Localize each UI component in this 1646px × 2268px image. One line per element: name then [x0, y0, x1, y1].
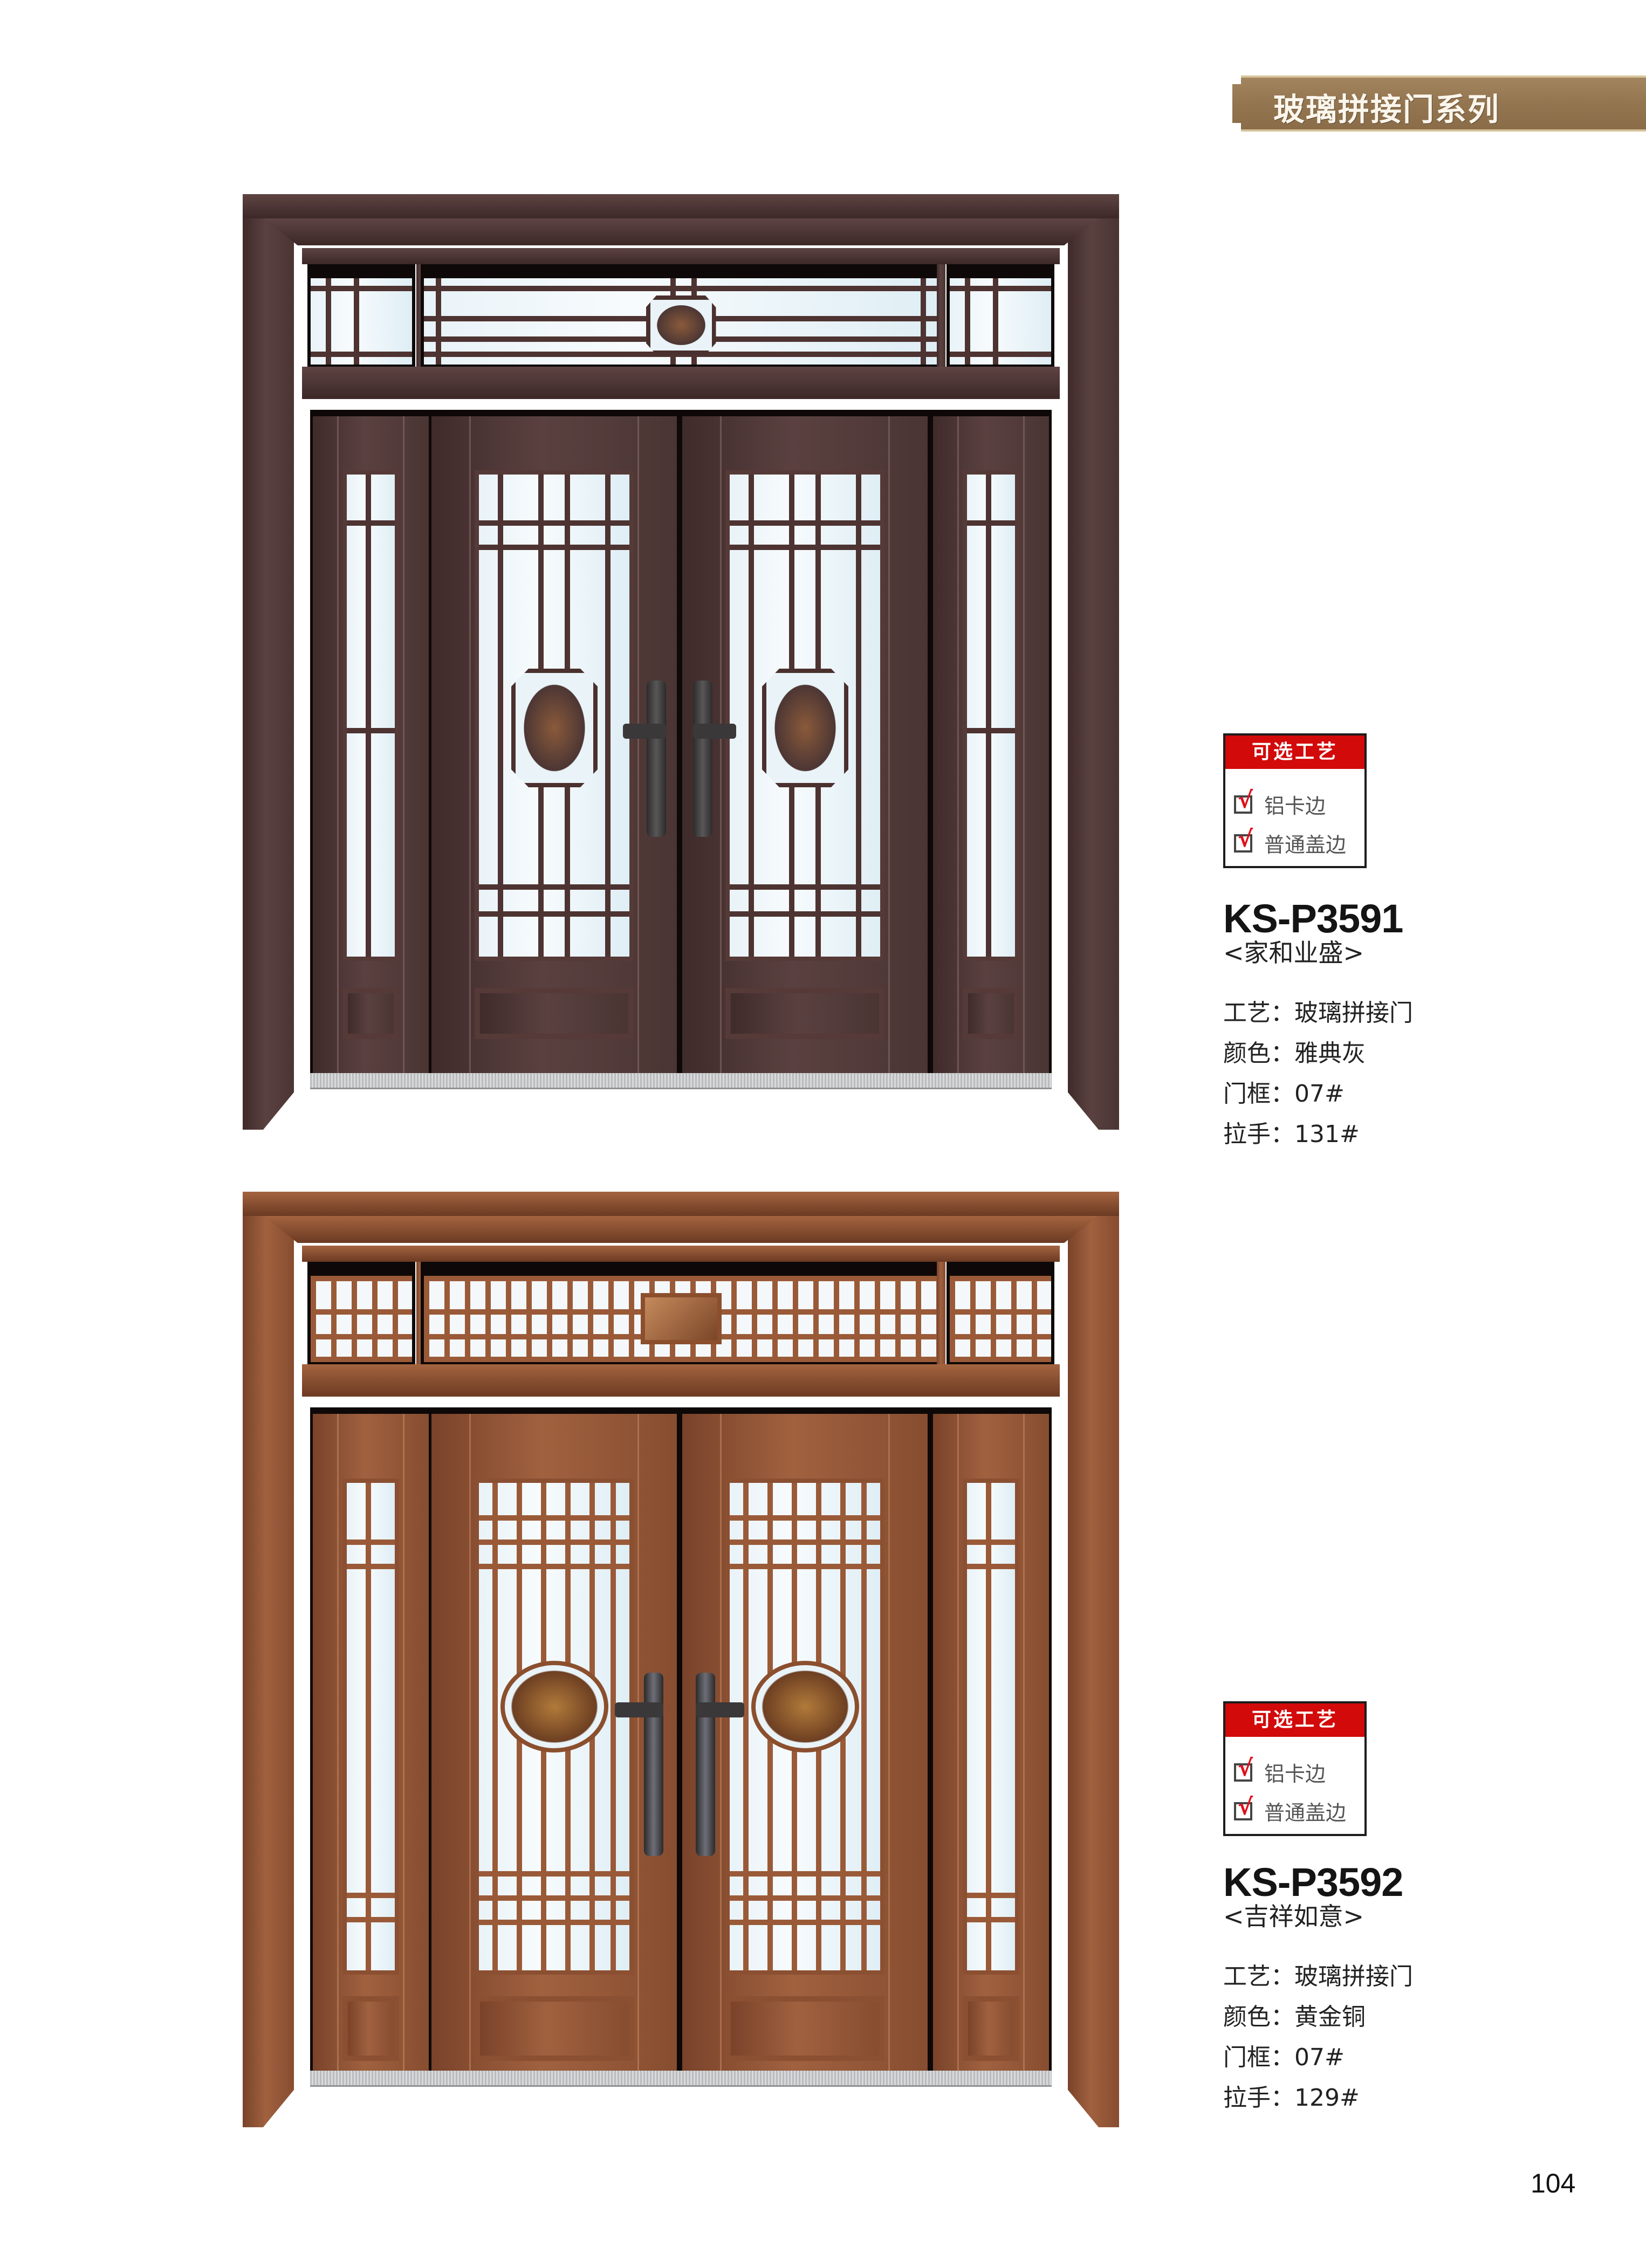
options-box-ks-p3592: 可选工艺 铝卡边 普通盖边	[1223, 1701, 1367, 1836]
door-threshold	[310, 2071, 1052, 2087]
product-image-ks-p3591	[243, 194, 1119, 1130]
option-standard-cover-edge: 普通盖边	[1234, 826, 1347, 858]
spec-frame: 门框：07#	[1223, 1080, 1345, 1108]
series-title: 玻璃拼接门系列	[1273, 91, 1500, 128]
transom-plaque	[640, 1293, 722, 1344]
checkbox-checked-icon	[1234, 1793, 1253, 1820]
door-frame-left	[243, 1192, 294, 2127]
page-number: 104	[1531, 2168, 1576, 2198]
main-leaf-right	[682, 416, 928, 1073]
options-title: 可选工艺	[1225, 736, 1364, 769]
door-threshold	[310, 1073, 1052, 1089]
door-frame-top	[243, 194, 1119, 218]
checkbox-checked-icon	[1234, 826, 1253, 853]
series-banner: 玻璃拼接门系列	[1232, 75, 1646, 132]
leaf-medallion	[751, 1661, 859, 1752]
leaf-medallion	[511, 669, 598, 787]
door-leaves	[310, 1407, 1052, 2071]
spec-list: 工艺：玻璃拼接门 颜色：黄金铜 门框：07# 拉手：129#	[1223, 1956, 1601, 2118]
product-model: KS-P3592	[1223, 1860, 1403, 1905]
option-aluminum-edge: 铝卡边	[1234, 787, 1326, 819]
door-cornice	[264, 1216, 1098, 1243]
door-cornice	[264, 218, 1098, 245]
spec-craft: 工艺：玻璃拼接门	[1223, 1963, 1413, 1990]
product-image-ks-p3592	[243, 1192, 1119, 2127]
spec-color: 颜色：黄金铜	[1223, 2003, 1366, 2031]
options-box-ks-p3591: 可选工艺 铝卡边 普通盖边	[1223, 733, 1367, 868]
option-label: 普通盖边	[1264, 833, 1347, 857]
options-title: 可选工艺	[1225, 1703, 1364, 1737]
main-leaf-left	[431, 1414, 677, 2071]
door-handle-right	[693, 681, 712, 837]
product-name: <家和业盛>	[1223, 938, 1364, 967]
spec-frame: 门框：07#	[1223, 2044, 1345, 2071]
side-leaf-right	[933, 1414, 1049, 2071]
option-label: 铝卡边	[1264, 794, 1326, 818]
door-frame-right	[1068, 194, 1119, 1130]
product-info-ks-p3592: KS-P3592 <吉祥如意> 工艺：玻璃拼接门 颜色：黄金铜 门框：07# 拉…	[1223, 1861, 1601, 2118]
main-leaf-left	[431, 416, 677, 1073]
door-frame-right	[1068, 1192, 1119, 2127]
side-leaf-left	[313, 416, 429, 1073]
option-label: 铝卡边	[1264, 1762, 1326, 1786]
product-info-ks-p3591: KS-P3591 <家和业盛> 工艺：玻璃拼接门 颜色：雅典灰 门框：07# 拉…	[1223, 898, 1601, 1154]
checkbox-checked-icon	[1234, 1755, 1253, 1782]
transom	[302, 1246, 1060, 1397]
product-name: <吉祥如意>	[1223, 1902, 1364, 1931]
spec-craft: 工艺：玻璃拼接门	[1223, 999, 1413, 1027]
checkbox-checked-icon	[1234, 787, 1253, 814]
main-leaf-right	[682, 1414, 928, 2071]
door-frame-left	[243, 194, 294, 1130]
spec-color: 颜色：雅典灰	[1223, 1040, 1366, 1067]
side-leaf-left	[313, 1414, 429, 2071]
door-leaves	[310, 410, 1052, 1073]
spec-handle: 拉手：129#	[1223, 2084, 1360, 2112]
side-leaf-right	[933, 416, 1049, 1073]
leaf-medallion	[762, 669, 848, 787]
leaf-medallion	[500, 1661, 608, 1752]
option-standard-cover-edge: 普通盖边	[1234, 1793, 1347, 1826]
option-aluminum-edge: 铝卡边	[1234, 1755, 1326, 1787]
spec-handle: 拉手：131#	[1223, 1121, 1360, 1148]
door-handle-right	[696, 1673, 715, 1856]
option-label: 普通盖边	[1264, 1801, 1347, 1825]
door-handle-left	[647, 681, 666, 837]
transom	[302, 248, 1060, 399]
door-handle-left	[644, 1673, 663, 1856]
transom-medallion	[646, 295, 716, 355]
product-model: KS-P3591	[1223, 896, 1403, 941]
door-frame-top	[243, 1192, 1119, 1216]
spec-list: 工艺：玻璃拼接门 颜色：雅典灰 门框：07# 拉手：131#	[1223, 993, 1601, 1154]
